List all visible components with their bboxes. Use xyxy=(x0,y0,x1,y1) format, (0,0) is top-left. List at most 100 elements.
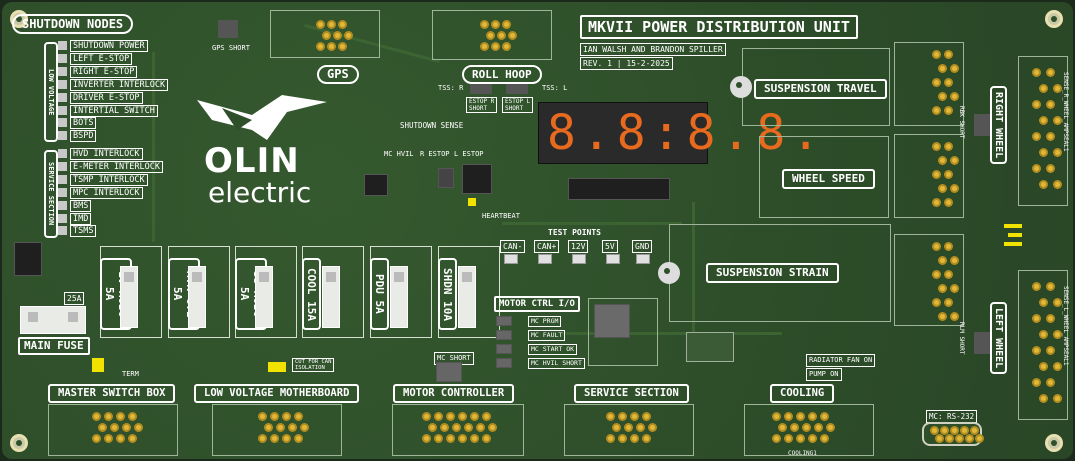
right-ampseal-pin xyxy=(1046,132,1055,141)
lv-motherboard-pin xyxy=(294,412,303,421)
right-ampseal-pin xyxy=(1046,164,1055,173)
j3-pin xyxy=(938,64,947,73)
rbk-short-label: RBK SHORT xyxy=(958,106,965,139)
olin-logo-icon xyxy=(197,95,327,140)
right-ampseal-pin xyxy=(1053,148,1062,157)
cooling-pin xyxy=(784,434,793,443)
shutdown-node-item: TSMP INTERLOCK xyxy=(70,173,148,186)
left-ampseal-pin xyxy=(1046,282,1055,291)
j7-pin xyxy=(938,256,947,265)
roll-hoop-pin xyxy=(485,31,495,40)
motor-controller-pin xyxy=(452,423,461,432)
right-ampseal-pin xyxy=(1032,100,1041,109)
left-ampseal-pin xyxy=(1039,298,1048,307)
j7-pin xyxy=(932,298,941,307)
test-point-pad[interactable] xyxy=(504,254,518,264)
roll-hoop-pin xyxy=(480,42,489,51)
master-switch-pin xyxy=(134,423,143,432)
mc-regulator-chip xyxy=(686,332,734,362)
roll-hoop-pin xyxy=(507,31,517,40)
tss-l-label: TSS: L xyxy=(542,84,568,92)
test-point-pad[interactable] xyxy=(606,254,620,264)
left-ampseal-pin xyxy=(1039,394,1048,403)
service-section-label: SERVICE SECTION xyxy=(574,384,689,403)
shutdown-node-pad xyxy=(58,161,67,171)
tss-r-label: TSS: R xyxy=(438,84,464,92)
j1-pin xyxy=(932,142,941,151)
shutdown-node-item: E-METER INTERLOCK xyxy=(70,160,163,173)
shutdown-node-pad xyxy=(58,131,67,141)
shutdown-sense-label: SHUTDOWN SENSE xyxy=(400,121,464,130)
motor-controller-pin xyxy=(470,412,479,421)
cooling-label: COOLING xyxy=(770,384,835,403)
gps-pin xyxy=(338,42,347,51)
roll-hoop-pin xyxy=(480,20,489,29)
master-switch-pin xyxy=(122,423,131,432)
left-ampseal-pin xyxy=(1039,330,1048,339)
shutdown-node-item: BSPD xyxy=(70,130,97,143)
test-points-label: TEST POINTS xyxy=(548,228,601,237)
fuse-contact xyxy=(192,272,202,282)
shutdown-node-pad xyxy=(58,105,67,115)
regulator-chip xyxy=(364,174,388,196)
gps-pin xyxy=(316,42,325,51)
j7-pin xyxy=(938,312,947,321)
j3-pin xyxy=(944,50,953,59)
gps-pin xyxy=(343,31,353,40)
fuse-label: COOL 15A xyxy=(302,258,321,330)
roll-hoop-pin xyxy=(491,20,500,29)
mc-signal-connector xyxy=(496,316,512,326)
rs232-pin xyxy=(940,426,949,435)
motor-controller-pin xyxy=(458,434,467,443)
test-point-pad[interactable] xyxy=(538,254,552,264)
radiator-fan-on-label: RADIATOR FAN ON xyxy=(806,354,876,367)
trace xyxy=(562,332,782,335)
master-switch-box-label: MASTER SWITCH BOX xyxy=(48,384,176,403)
lv-motherboard-pin xyxy=(270,412,279,421)
rs232-pin xyxy=(965,434,974,443)
lv-motherboard-pin xyxy=(258,412,267,421)
cooling-pin xyxy=(772,412,781,421)
gps-short-label: GPS SHORT xyxy=(212,44,250,52)
mc-signal-connector xyxy=(496,344,512,354)
main-fuse-contact-left xyxy=(28,312,38,322)
mc-signal-label: MC START OK xyxy=(528,344,578,355)
motor-controller-pin xyxy=(422,412,431,421)
cooling-pin xyxy=(808,434,817,443)
fuse-contact xyxy=(326,272,336,282)
main-fuse-contact-right xyxy=(68,312,78,322)
rs232-pin xyxy=(975,434,984,443)
motor-controller-pin xyxy=(446,412,455,421)
right-ampseal-pin xyxy=(1032,68,1041,77)
service-section-pin xyxy=(648,423,657,432)
heartbeat-label: HEARTBEAT xyxy=(482,212,520,220)
sense-l-wheel-label: SENSE_L_WHEEL_AMPSEAL1 xyxy=(1062,286,1069,366)
j7-pin xyxy=(950,256,959,265)
master-switch-pin xyxy=(128,412,137,421)
j7-pin xyxy=(944,298,953,307)
shutdown-node-item: SHUTDOWN POWER xyxy=(70,40,148,52)
test-point-pad[interactable] xyxy=(572,254,586,264)
gps-connector-outline xyxy=(270,10,380,58)
motor-controller-pin xyxy=(422,434,431,443)
rs232-pin xyxy=(930,426,939,435)
cooling-pin xyxy=(778,423,787,432)
yellow-marker-icon xyxy=(1004,224,1022,246)
roll-hoop-connector-outline xyxy=(432,10,552,60)
board-authors: IAN WALSH AND BRANDON SPILLER xyxy=(580,43,726,56)
test-point-pad[interactable] xyxy=(636,254,650,264)
shutdown-node-pad xyxy=(58,187,67,197)
j3-pin xyxy=(944,106,953,115)
main-fuse-rating: 25A xyxy=(64,292,85,305)
shutdown-node-item: DRIVER E-STOP xyxy=(70,91,143,104)
right-ampseal-pin xyxy=(1039,180,1048,189)
j7-pin xyxy=(938,284,947,293)
shutdown-node-item: INTERTIAL SWITCH xyxy=(70,104,158,117)
low-voltage-motherboard-outline xyxy=(212,404,342,456)
j1-connector-outline xyxy=(894,134,964,218)
shutdown-node-pad xyxy=(58,41,67,50)
right-ampseal-pin xyxy=(1039,116,1048,125)
estop-l-short-label: ESTOP L SHORT xyxy=(502,97,534,113)
service-section-pin xyxy=(630,412,639,421)
shutdown-node-item: BOTS xyxy=(70,117,97,130)
